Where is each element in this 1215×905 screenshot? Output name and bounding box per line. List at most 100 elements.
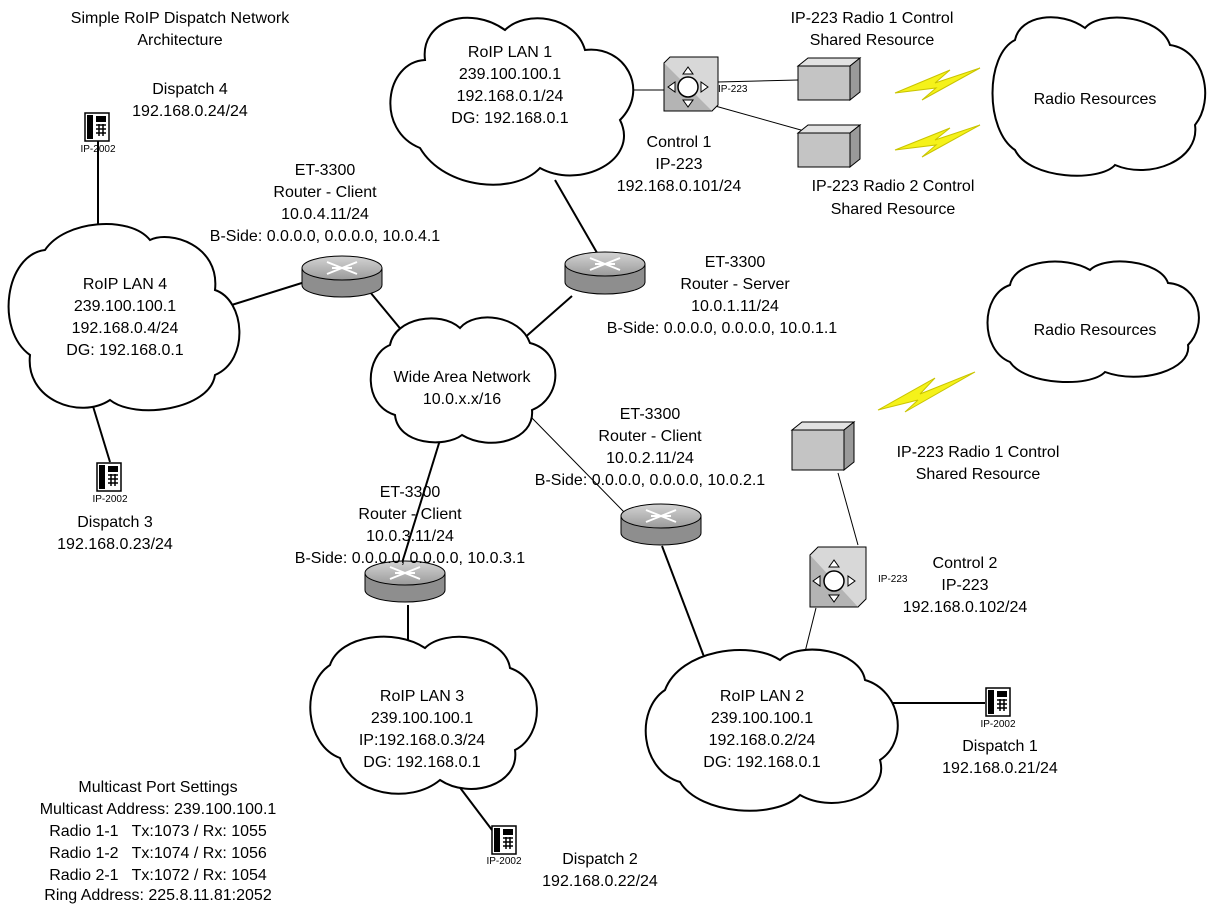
cloud-roip-lan-2: RoIP LAN 2 239.100.100.1 192.168.0.2/24 … xyxy=(644,648,899,812)
lan2-ip: 192.168.0.2/24 xyxy=(709,732,816,749)
control-1-device[interactable]: IP-223 xyxy=(663,56,748,112)
phone-icon-dispatch-1[interactable]: IP-2002 xyxy=(980,687,1016,730)
lan1-ip: 192.168.0.1/24 xyxy=(457,88,564,105)
control-2-name: Control 2 xyxy=(933,555,998,572)
link-lan4-router4 xyxy=(221,281,306,309)
link-wan-router3 xyxy=(401,439,441,564)
dispatch-4-ip: 192.168.0.24/24 xyxy=(132,103,248,120)
shared-resource-radio2-top-label: IP-223 Radio 2 Control Shared Resource xyxy=(812,178,975,218)
router-lan3-client-label: ET-3300 Router - Client 10.0.3.11/24 B-S… xyxy=(295,484,525,567)
shared-radio1-mid-line-2: Shared Resource xyxy=(916,466,1041,483)
multicast-radio-2-1: Radio 2-1 Tx:1072 / Rx: 1054 xyxy=(49,867,267,884)
router-lan2-bside: B-Side: 0.0.0.0, 0.0.0.0, 10.0.2.1 xyxy=(535,472,765,489)
router-lan1-ip: 10.0.1.11/24 xyxy=(691,298,779,315)
phone-icon-dispatch-4[interactable]: IP-2002 xyxy=(80,112,116,155)
shared-resource-radio1-mid-label: IP-223 Radio 1 Control Shared Resource xyxy=(897,444,1060,483)
link-lan1-router1 xyxy=(554,179,601,259)
dispatch-1-label: Dispatch 1 192.168.0.21/24 xyxy=(942,738,1058,777)
router-lan2-client-label: ET-3300 Router - Client 10.0.2.11/24 B-S… xyxy=(535,406,765,489)
router-lan4-bside: B-Side: 0.0.0.0, 0.0.0.0, 10.0.4.1 xyxy=(210,228,440,245)
cloud-roip-lan-1: RoIP LAN 1 239.100.100.1 192.168.0.1/24 … xyxy=(389,16,635,186)
lightning-icon xyxy=(894,124,981,158)
router-lan3-ip: 10.0.3.11/24 xyxy=(366,528,454,545)
router-lan3-bside: B-Side: 0.0.0.0, 0.0.0.0, 10.0.3.1 xyxy=(295,550,525,567)
router-lan2-model: ET-3300 xyxy=(620,406,681,423)
lan4-gateway: DG: 192.168.0.1 xyxy=(66,342,184,359)
shared-radio1-top-line-2: Shared Resource xyxy=(810,32,935,49)
title-line-2: Architecture xyxy=(137,32,222,49)
cloud-roip-lan-3: RoIP LAN 3 239.100.100.1 IP:192.168.0.3/… xyxy=(309,635,538,795)
link-wan-router2 xyxy=(531,417,625,513)
radio-box-2-top xyxy=(796,123,862,169)
radio-box-1-top xyxy=(796,56,862,102)
link-router1-wan xyxy=(521,295,573,341)
control-1-name: Control 1 xyxy=(647,134,712,151)
multicast-radio-1-2: Radio 1-2 Tx:1074 / Rx: 1056 xyxy=(49,845,267,862)
dispatch-2-ip: 192.168.0.22/24 xyxy=(542,873,658,890)
radio-resources-top-label: Radio Resources xyxy=(1034,91,1157,108)
multicast-address: Multicast Address: 239.100.100.1 xyxy=(40,801,277,818)
lan1-gateway: DG: 192.168.0.1 xyxy=(451,110,569,127)
lightning-icon xyxy=(894,67,981,101)
radio-box-1-mid xyxy=(790,420,856,472)
shared-resource-radio1-top-label: IP-223 Radio 1 Control Shared Resource xyxy=(791,10,954,49)
cloud-wan: Wide Area Network 10.0.x.x/16 xyxy=(369,316,557,444)
multicast-ring-address: Ring Address: 225.8.11.81:2052 xyxy=(44,887,272,904)
lan3-multicast: 239.100.100.1 xyxy=(371,710,473,727)
dispatch-1-phone-tag: IP-2002 xyxy=(980,719,1015,730)
wan-subnet: 10.0.x.x/16 xyxy=(423,391,501,408)
control-2-device[interactable]: IP-223 xyxy=(809,546,908,608)
router-lan4-role: Router - Client xyxy=(273,184,377,201)
control-1-ip: 192.168.0.101/24 xyxy=(617,178,742,195)
link-control1-radiobox2 xyxy=(707,103,809,133)
dispatch-4-phone-tag: IP-2002 xyxy=(80,144,115,155)
dispatch-3-ip: 192.168.0.23/24 xyxy=(57,536,173,553)
control-1-label: Control 1 IP-223 192.168.0.101/24 xyxy=(617,134,742,195)
router-lan4-model: ET-3300 xyxy=(295,162,356,179)
lan3-gateway: DG: 192.168.0.1 xyxy=(363,754,481,771)
control-2-model: IP-223 xyxy=(941,577,988,594)
dispatch-2-phone-tag: IP-2002 xyxy=(486,856,521,867)
multicast-port-settings: Multicast Port Settings Multicast Addres… xyxy=(40,779,277,904)
router-lan1-bside: B-Side: 0.0.0.0, 0.0.0.0, 10.0.1.1 xyxy=(607,320,837,337)
wan-name: Wide Area Network xyxy=(394,369,532,386)
diagram-title: Simple RoIP Dispatch Network Architectur… xyxy=(71,10,290,49)
router-lan1-server-label: ET-3300 Router - Server 10.0.1.11/24 B-S… xyxy=(607,254,837,337)
phone-icon-dispatch-3[interactable]: IP-2002 xyxy=(92,462,128,505)
router-lan1-role: Router - Server xyxy=(680,276,790,293)
dispatch-3-label: Dispatch 3 192.168.0.23/24 xyxy=(57,514,173,553)
cloud-roip-lan-4: RoIP LAN 4 239.100.100.1 192.168.0.4/24 … xyxy=(7,223,241,412)
lan1-name: RoIP LAN 1 xyxy=(468,44,552,61)
shared-radio2-top-line-1: IP-223 Radio 2 Control xyxy=(812,178,975,195)
router-lan3-client[interactable] xyxy=(364,560,446,603)
router-lan2-role: Router - Client xyxy=(598,428,702,445)
router-lan4-client-label: ET-3300 Router - Client 10.0.4.11/24 B-S… xyxy=(210,162,440,245)
cloud-radio-resources-top: Radio Resources xyxy=(991,16,1207,177)
dispatch-2-name: Dispatch 2 xyxy=(562,851,638,868)
dispatch-1-ip: 192.168.0.21/24 xyxy=(942,760,1058,777)
link-control1-radiobox1 xyxy=(717,79,799,83)
router-lan1-server[interactable] xyxy=(564,251,646,295)
router-lan3-role: Router - Client xyxy=(358,506,462,523)
dispatch-4-label: Dispatch 4 192.168.0.24/24 xyxy=(132,81,248,120)
dispatch-1-name: Dispatch 1 xyxy=(962,738,1038,755)
control-2-device-tag: IP-223 xyxy=(878,574,908,585)
lan4-ip: 192.168.0.4/24 xyxy=(72,320,179,337)
lan4-name: RoIP LAN 4 xyxy=(83,276,167,293)
router-lan2-ip: 10.0.2.11/24 xyxy=(606,450,694,467)
router-lan4-ip: 10.0.4.11/24 xyxy=(281,206,369,223)
phone-icon-dispatch-2[interactable]: IP-2002 xyxy=(486,825,522,867)
router-lan2-client[interactable] xyxy=(620,503,702,546)
lan2-multicast: 239.100.100.1 xyxy=(711,710,813,727)
lightning-icon xyxy=(877,371,976,413)
multicast-radio-1-1: Radio 1-1 Tx:1073 / Rx: 1055 xyxy=(49,823,267,840)
control-1-model: IP-223 xyxy=(655,156,702,173)
link-router2-lan2 xyxy=(661,545,707,663)
control-1-device-tag: IP-223 xyxy=(718,84,748,95)
link-lan3-dispatch2 xyxy=(457,784,493,831)
router-lan1-model: ET-3300 xyxy=(705,254,766,271)
shared-radio1-mid-line-1: IP-223 Radio 1 Control xyxy=(897,444,1060,461)
lan2-gateway: DG: 192.168.0.1 xyxy=(703,754,821,771)
cloud-radio-resources-mid: Radio Resources xyxy=(986,260,1200,383)
router-lan4-client[interactable] xyxy=(301,255,383,298)
